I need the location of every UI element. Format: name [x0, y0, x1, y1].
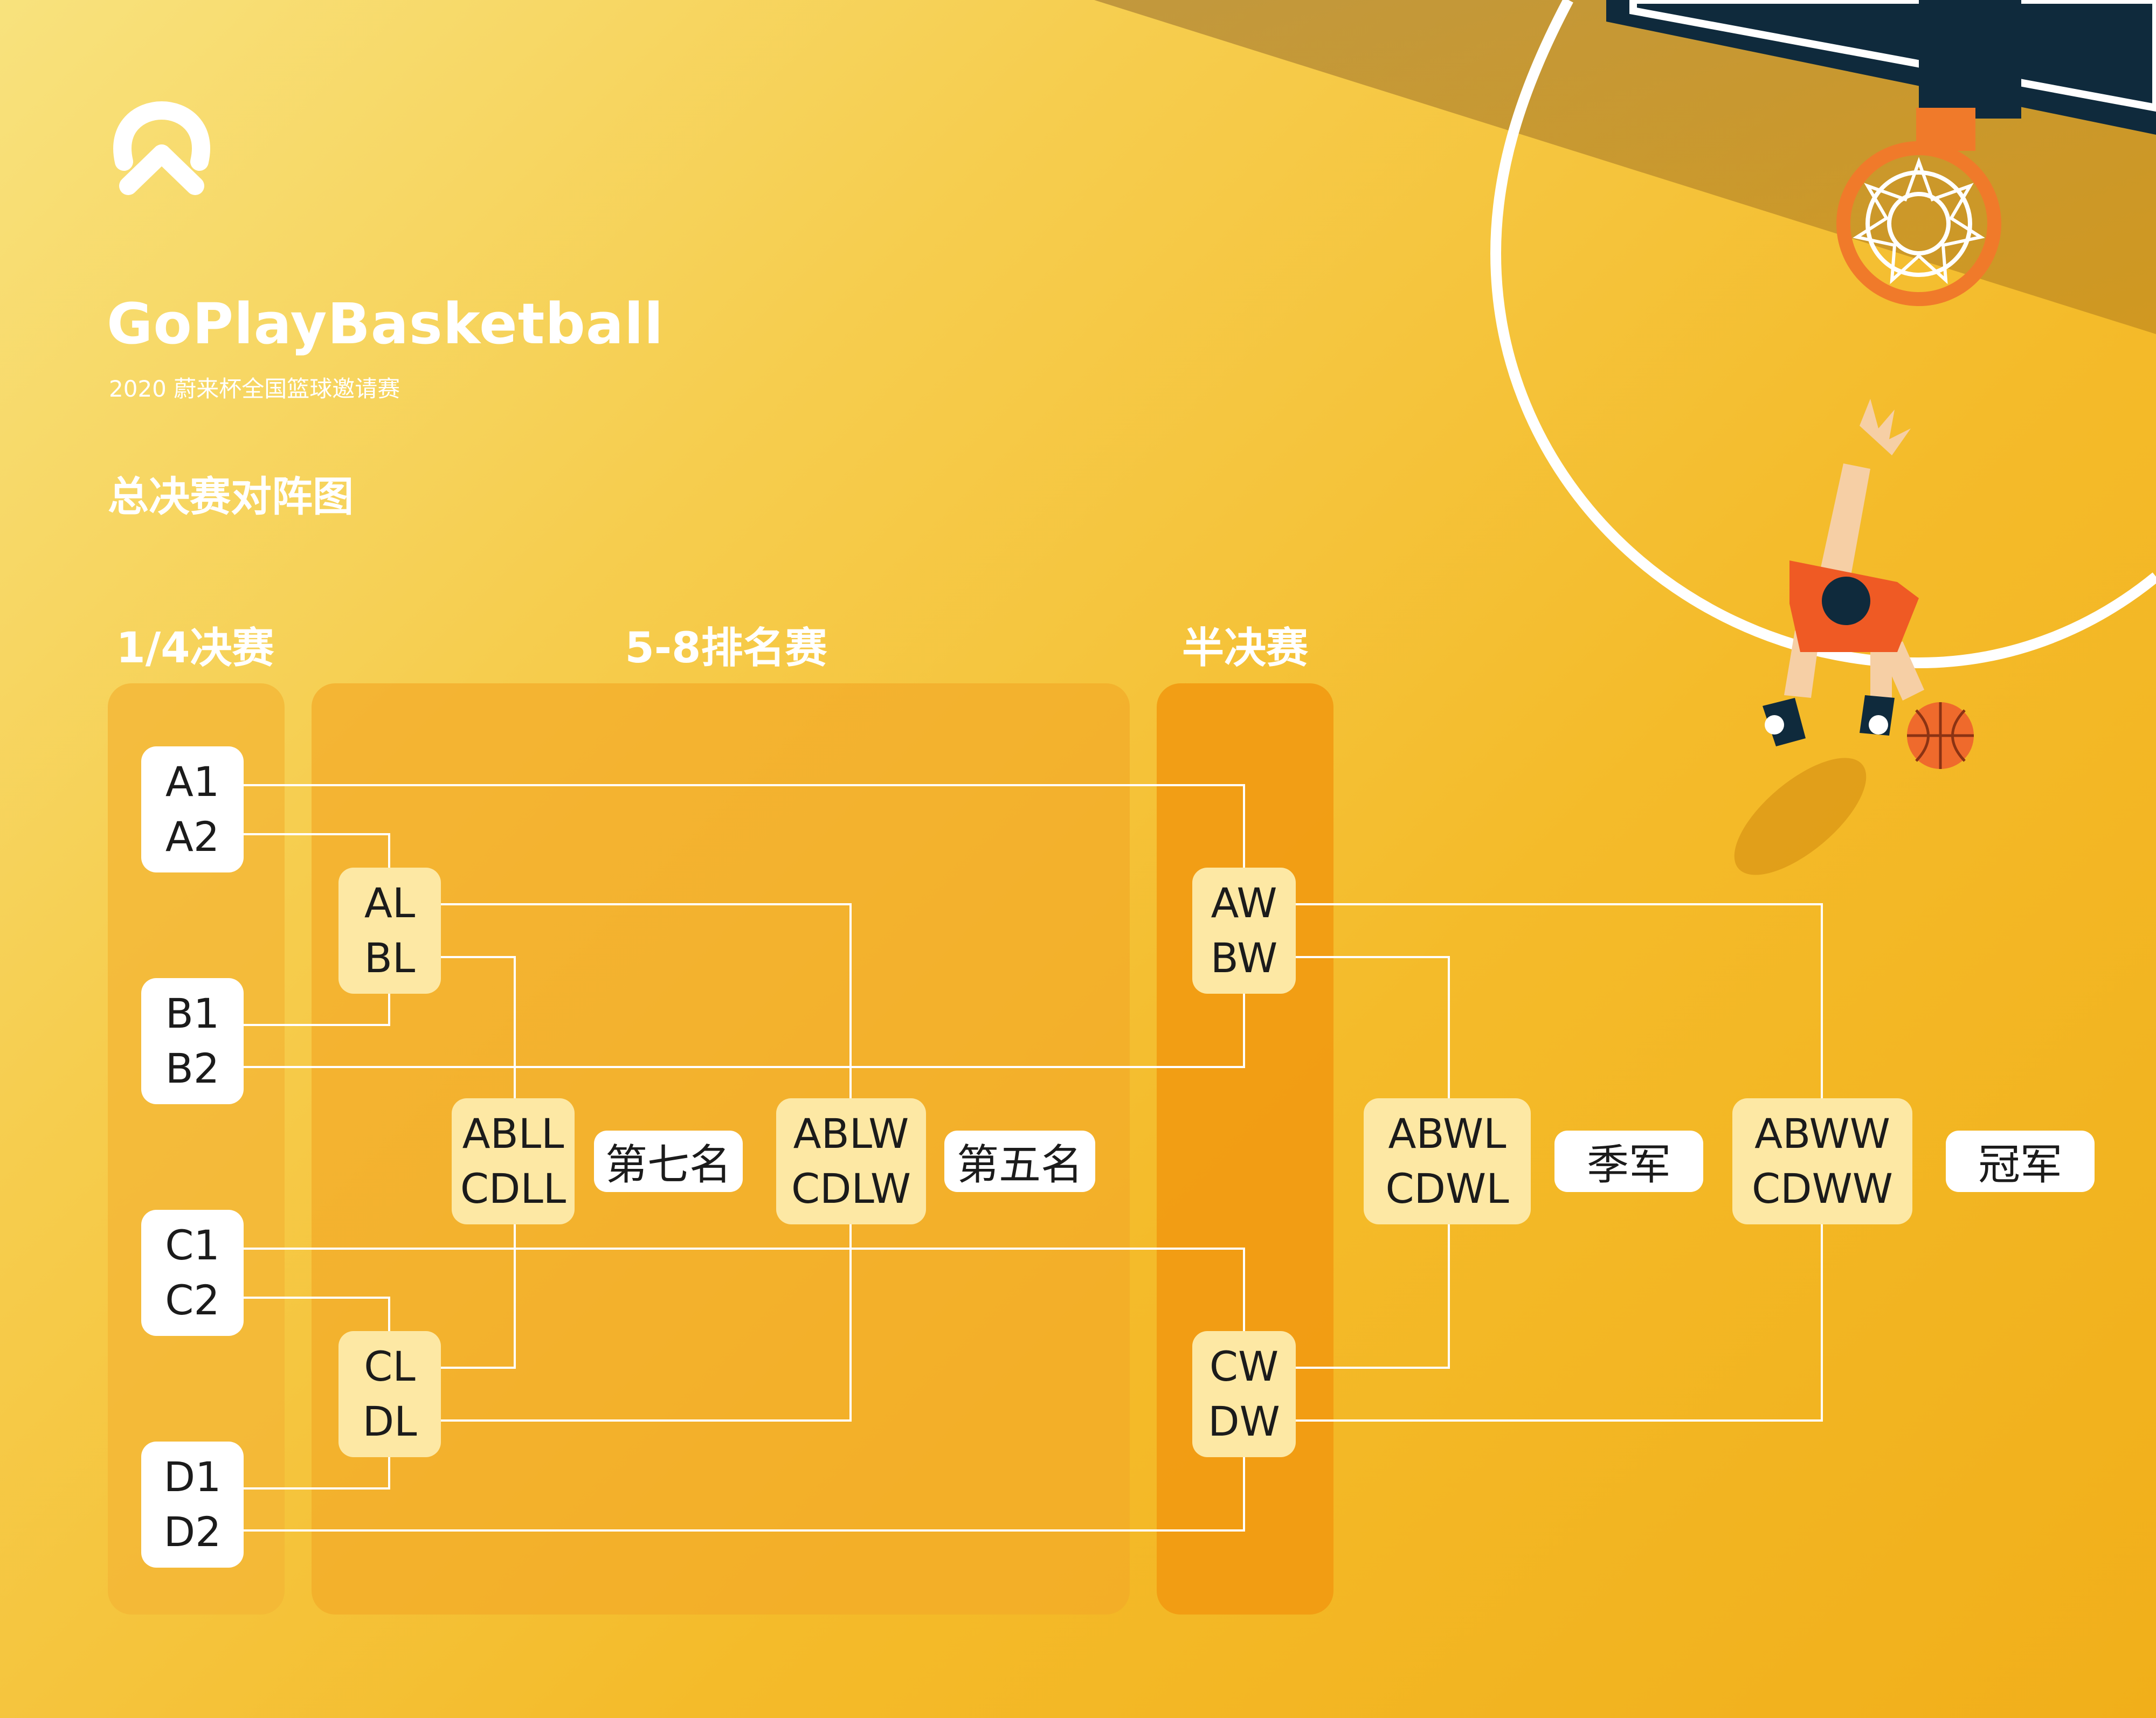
nio-logo-icon [113, 101, 210, 195]
match-box-qf-b[interactable]: B1 B2 [141, 978, 244, 1104]
result-label-seventh: 第七名 [594, 1131, 743, 1192]
team-cw: CW [1209, 1342, 1279, 1390]
team-cdlw: CDLW [791, 1165, 911, 1213]
result-label-third: 季军 [1554, 1131, 1703, 1192]
event-subtitle: 2020 蔚来杯全国篮球邀请赛 [109, 376, 400, 402]
result-label-champion: 冠军 [1946, 1131, 2095, 1192]
page-title: 总决赛对阵图 [108, 473, 354, 521]
match-box-qf-d[interactable]: D1 D2 [141, 1442, 244, 1568]
team-c1: C1 [165, 1221, 220, 1269]
match-box-seventh[interactable]: ABLL CDLL [452, 1098, 575, 1224]
basketball-hoop-icon [1606, 0, 2156, 306]
team-abll: ABLL [462, 1110, 564, 1158]
team-bl: BL [364, 934, 416, 982]
match-box-qf-c[interactable]: C1 C2 [141, 1210, 244, 1336]
team-abwl: ABWL [1388, 1110, 1507, 1158]
team-cdll: CDLL [460, 1165, 566, 1213]
column-title-semifinal: 半决赛 [1181, 624, 1309, 673]
match-box-fifth[interactable]: ABLW CDLW [776, 1098, 926, 1224]
team-c2: C2 [165, 1276, 220, 1324]
team-al: AL [364, 879, 416, 927]
match-box-ab-losers[interactable]: AL BL [338, 868, 441, 994]
column-title-quarterfinal: 1/4决赛 [116, 624, 274, 673]
team-cdwl: CDWL [1385, 1165, 1509, 1213]
team-d2: D2 [163, 1508, 222, 1556]
team-b2: B2 [165, 1044, 220, 1092]
court-line [1490, 0, 2156, 669]
basketball-player-icon [1763, 399, 1924, 746]
match-box-third[interactable]: ABWL CDWL [1364, 1098, 1531, 1224]
backboard-shadow [1094, 0, 2156, 334]
team-dl: DL [362, 1397, 417, 1445]
brand-title: GoPlayBasketball [107, 291, 664, 357]
match-box-semi-top[interactable]: AW BW [1192, 868, 1296, 994]
team-d1: D1 [163, 1453, 222, 1501]
result-label-fifth: 第五名 [944, 1131, 1095, 1192]
team-ablw: ABLW [793, 1110, 909, 1158]
team-cl: CL [364, 1342, 416, 1390]
team-aw: AW [1211, 879, 1277, 927]
team-a2: A2 [165, 813, 220, 861]
match-box-qf-a[interactable]: A1 A2 [141, 746, 244, 872]
basketball-icon [1907, 702, 1974, 769]
team-b1: B1 [165, 989, 220, 1037]
match-box-cd-losers[interactable]: CL DL [338, 1331, 441, 1457]
match-box-final[interactable]: ABWW CDWW [1732, 1098, 1912, 1224]
column-title-placement: 5-8排名赛 [625, 624, 827, 673]
team-abww: ABWW [1754, 1110, 1890, 1158]
match-box-semi-bottom[interactable]: CW DW [1192, 1331, 1296, 1457]
team-dw: DW [1208, 1397, 1280, 1445]
player-shadow [1734, 758, 1867, 875]
team-bw: BW [1210, 934, 1278, 982]
team-a1: A1 [165, 758, 220, 806]
team-cdww: CDWW [1752, 1165, 1893, 1213]
